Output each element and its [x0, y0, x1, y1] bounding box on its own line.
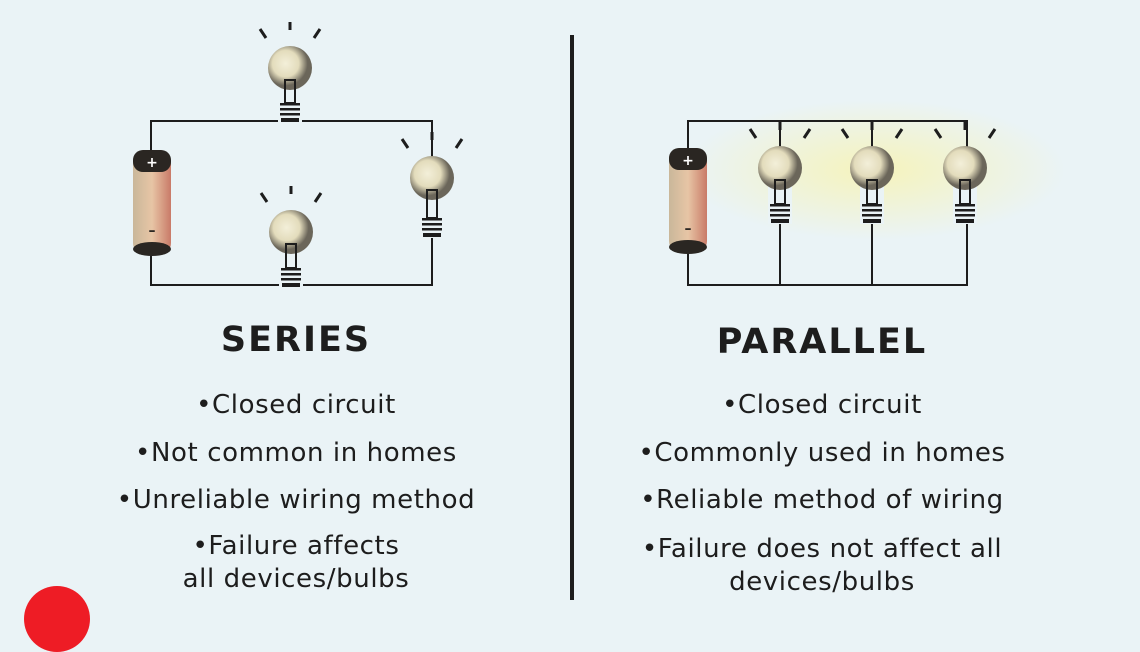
battery-icon: +– — [133, 150, 171, 256]
parallel-item: •Failure does not affect all — [641, 534, 1003, 564]
battery-icon: +– — [669, 148, 707, 254]
light-bulb-icon — [840, 122, 904, 224]
light-bulb-icon — [259, 186, 323, 288]
battery-negative-label: – — [685, 221, 692, 237]
battery-positive-label: + — [146, 155, 158, 171]
series-item: •Closed circuit — [196, 390, 396, 420]
battery-positive-label: + — [682, 153, 694, 169]
light-bulb-icon — [748, 122, 812, 224]
series-item: •Failure affects — [192, 531, 400, 561]
battery-negative-label: – — [149, 223, 156, 239]
parallel-item: devices/bulbs — [729, 567, 915, 597]
circuit-diagrams: +–+– — [133, 22, 1065, 600]
parallel-column: PARALLEL •Closed circuit •Commonly used … — [582, 322, 1062, 599]
light-bulb-icon — [400, 132, 464, 238]
series-item: •Unreliable wiring method — [116, 485, 476, 515]
series-title: SERIES — [220, 320, 372, 360]
light-bulb-icon — [933, 122, 997, 224]
parallel-item: •Commonly used in homes — [638, 438, 1006, 468]
light-bulb-icon — [258, 22, 322, 123]
red-badge — [24, 586, 90, 652]
parallel-item: •Reliable method of wiring — [640, 485, 1004, 515]
parallel-title: PARALLEL — [716, 322, 928, 362]
series-item: •Not common in homes — [135, 438, 457, 468]
parallel-item: •Closed circuit — [722, 390, 922, 420]
series-column: SERIES •Closed circuit •Not common in ho… — [56, 320, 536, 596]
series-item: all devices/bulbs — [182, 564, 410, 594]
